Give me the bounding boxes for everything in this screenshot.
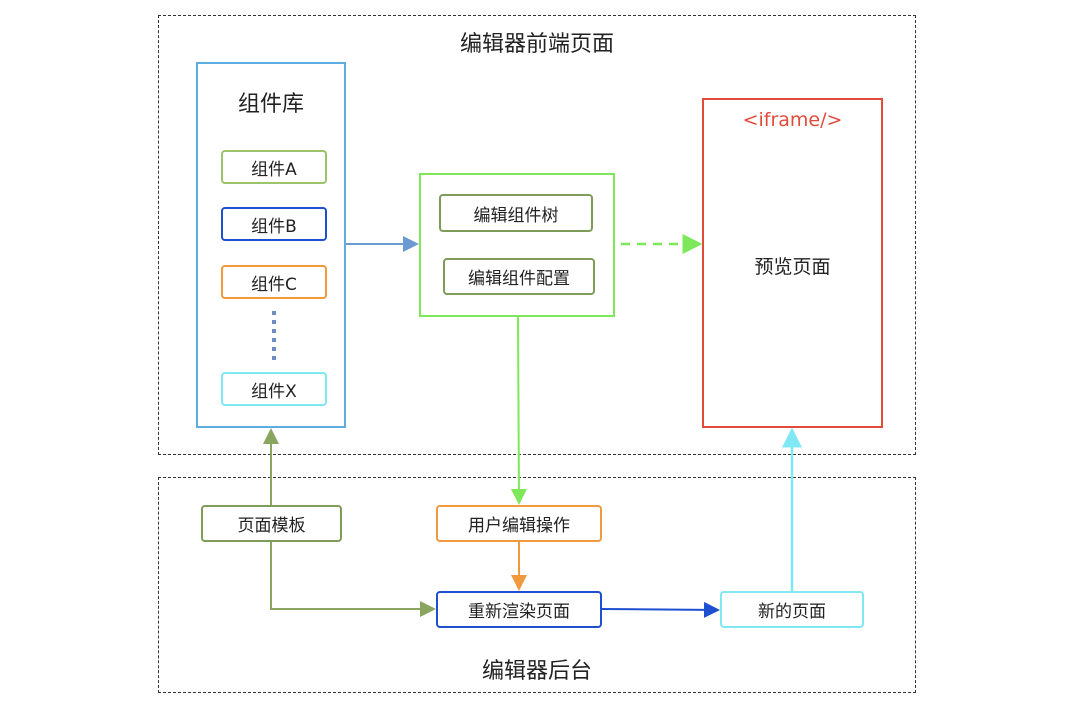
user-edit-ops-node[interactable]: 用户编辑操作	[436, 505, 602, 542]
edit-component-config[interactable]: 编辑组件配置	[443, 258, 595, 295]
rerender-page-node[interactable]: 重新渲染页面	[436, 591, 602, 628]
component-library-title: 组件库	[237, 92, 304, 117]
component-library	[196, 62, 346, 428]
page-template-node[interactable]: 页面模板	[201, 505, 342, 542]
preview-iframe	[702, 98, 883, 428]
edit-component-tree[interactable]: 编辑组件树	[439, 194, 593, 232]
component-item-a[interactable]: 组件A	[221, 150, 327, 184]
backend-zone-title: 编辑器后台	[481, 659, 592, 684]
component-item-x[interactable]: 组件X	[221, 372, 327, 406]
preview-page-label: 预览页面	[754, 256, 831, 278]
edge-template-to-rerender	[270, 542, 436, 617]
frontend-zone-title: 编辑器前端页面	[459, 32, 614, 57]
iframe-tag-label: <iframe/>	[742, 109, 843, 131]
backend-zone	[158, 477, 916, 693]
edge-editor-to-user-ops	[510, 316, 527, 505]
component-item-b[interactable]: 组件B	[221, 207, 327, 241]
new-page-node[interactable]: 新的页面	[720, 591, 864, 628]
edge-rerender-to-new-page	[601, 601, 720, 618]
frontend-zone	[158, 15, 916, 455]
component-item-c[interactable]: 组件C	[221, 265, 327, 299]
